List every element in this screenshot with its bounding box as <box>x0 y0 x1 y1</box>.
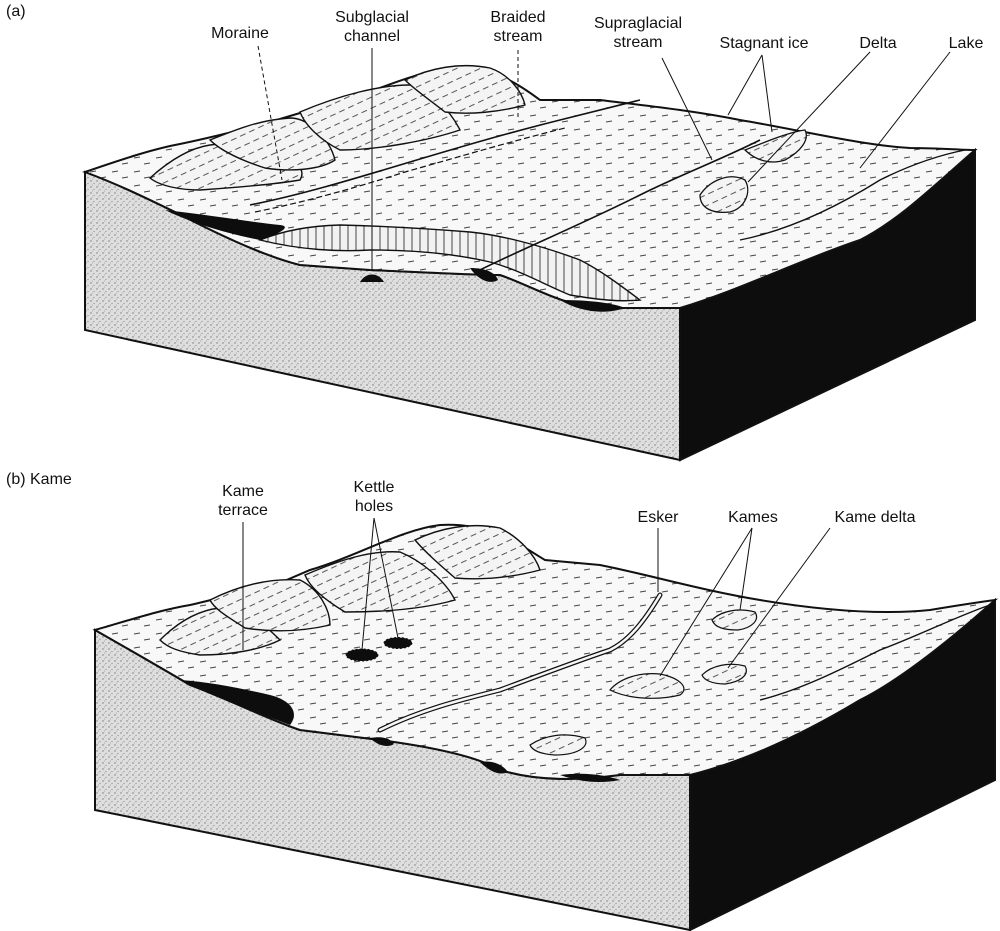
panel-a-delta <box>743 129 807 163</box>
label-stagnant-ice: Stagnant ice <box>706 34 822 53</box>
label-kame-delta-text: Kame delta <box>834 509 916 526</box>
label-moraine-text: Moraine <box>211 25 269 42</box>
label-braided-stream-line1: Braided <box>490 9 546 26</box>
panel-b-kettle-hole-2 <box>383 637 413 649</box>
label-subglacial-channel: Subglacial channel <box>322 8 422 46</box>
label-delta-text: Delta <box>859 35 897 52</box>
label-subglacial-channel-line1: Subglacial <box>335 9 409 26</box>
panel-a-braided-stream <box>249 99 641 206</box>
panel-a-valley-pocket-mid <box>470 268 498 282</box>
label-kames: Kames <box>716 508 790 527</box>
panel-b-valley-pocket-mid <box>370 737 394 746</box>
panel-b-far-shore <box>759 604 991 701</box>
panel-b-ridge-2 <box>209 578 331 632</box>
panel-b-valley-pocket-right <box>560 773 620 783</box>
panel-a-tag: (a) <box>6 3 26 20</box>
label-supraglacial-stream: Supraglacial stream <box>578 14 698 52</box>
panel-a-leader-lines <box>257 45 951 270</box>
panel-b-kettle-hole-1 <box>345 648 379 662</box>
label-subglacial-channel-line2: channel <box>343 28 401 45</box>
label-kame-delta: Kame delta <box>820 508 930 527</box>
panel-a-moraine-ridge-3 <box>299 84 461 151</box>
panel-a-braided-stream-2 <box>254 127 566 213</box>
panel-a-valley-pocket-left <box>165 210 285 240</box>
panel-b-valley-pocket-mid2 <box>480 761 508 774</box>
label-kame-terrace: Kame terrace <box>203 482 283 520</box>
label-braided-stream-line2: stream <box>493 28 543 45</box>
panel-b-ridge-4 <box>413 524 541 580</box>
label-braided-stream: Braided stream <box>478 8 558 46</box>
panel-a-stagnant-ice <box>699 176 749 214</box>
label-kettle-holes: Kettle holes <box>334 478 414 516</box>
panel-a-subglacial-channel-mark <box>360 274 384 282</box>
panel-b-ridge-3 <box>304 551 457 613</box>
panel-b-tag: (b) Kame <box>6 471 72 488</box>
panel-b-valley-pocket-left <box>180 680 294 725</box>
panel-a-moraine-ridge-2 <box>208 117 336 171</box>
label-lake-text: Lake <box>948 35 984 52</box>
label-lake: Lake <box>936 34 996 53</box>
label-delta: Delta <box>846 34 910 53</box>
label-esker-text: Esker <box>637 509 679 526</box>
label-kames-text: Kames <box>728 509 778 526</box>
panel-b-kame-3 <box>529 734 587 756</box>
panel-b-esker-inner <box>378 593 662 732</box>
panel-a-lake-shore <box>739 149 966 241</box>
panel-a-moraine-ridge-4 <box>403 64 526 114</box>
label-moraine: Moraine <box>200 24 280 43</box>
panel-b-leader-lines <box>242 517 831 677</box>
label-kettle-holes-line2: holes <box>354 498 394 515</box>
label-kettle-holes-line1: Kettle <box>353 479 395 496</box>
panel-b-block <box>92 517 999 931</box>
label-stagnant-ice-text: Stagnant ice <box>719 35 809 52</box>
panel-b-kame-2 <box>711 609 758 631</box>
panel-b-kame-delta <box>701 663 747 685</box>
panel-a-block <box>82 45 978 462</box>
label-esker: Esker <box>628 508 688 527</box>
label-kame-terrace-line1: Kame <box>222 483 264 500</box>
panel-a-supraglacial-stream <box>479 139 761 271</box>
panel-b-kame-1 <box>609 673 685 699</box>
panel-a-glacier-ice <box>257 224 642 302</box>
label-supraglacial-stream-line2: stream <box>613 34 663 51</box>
label-kame-terrace-line2: terrace <box>218 502 268 519</box>
panel-a-valley-pocket-right <box>560 300 625 312</box>
label-supraglacial-stream-line1: Supraglacial <box>593 15 683 32</box>
